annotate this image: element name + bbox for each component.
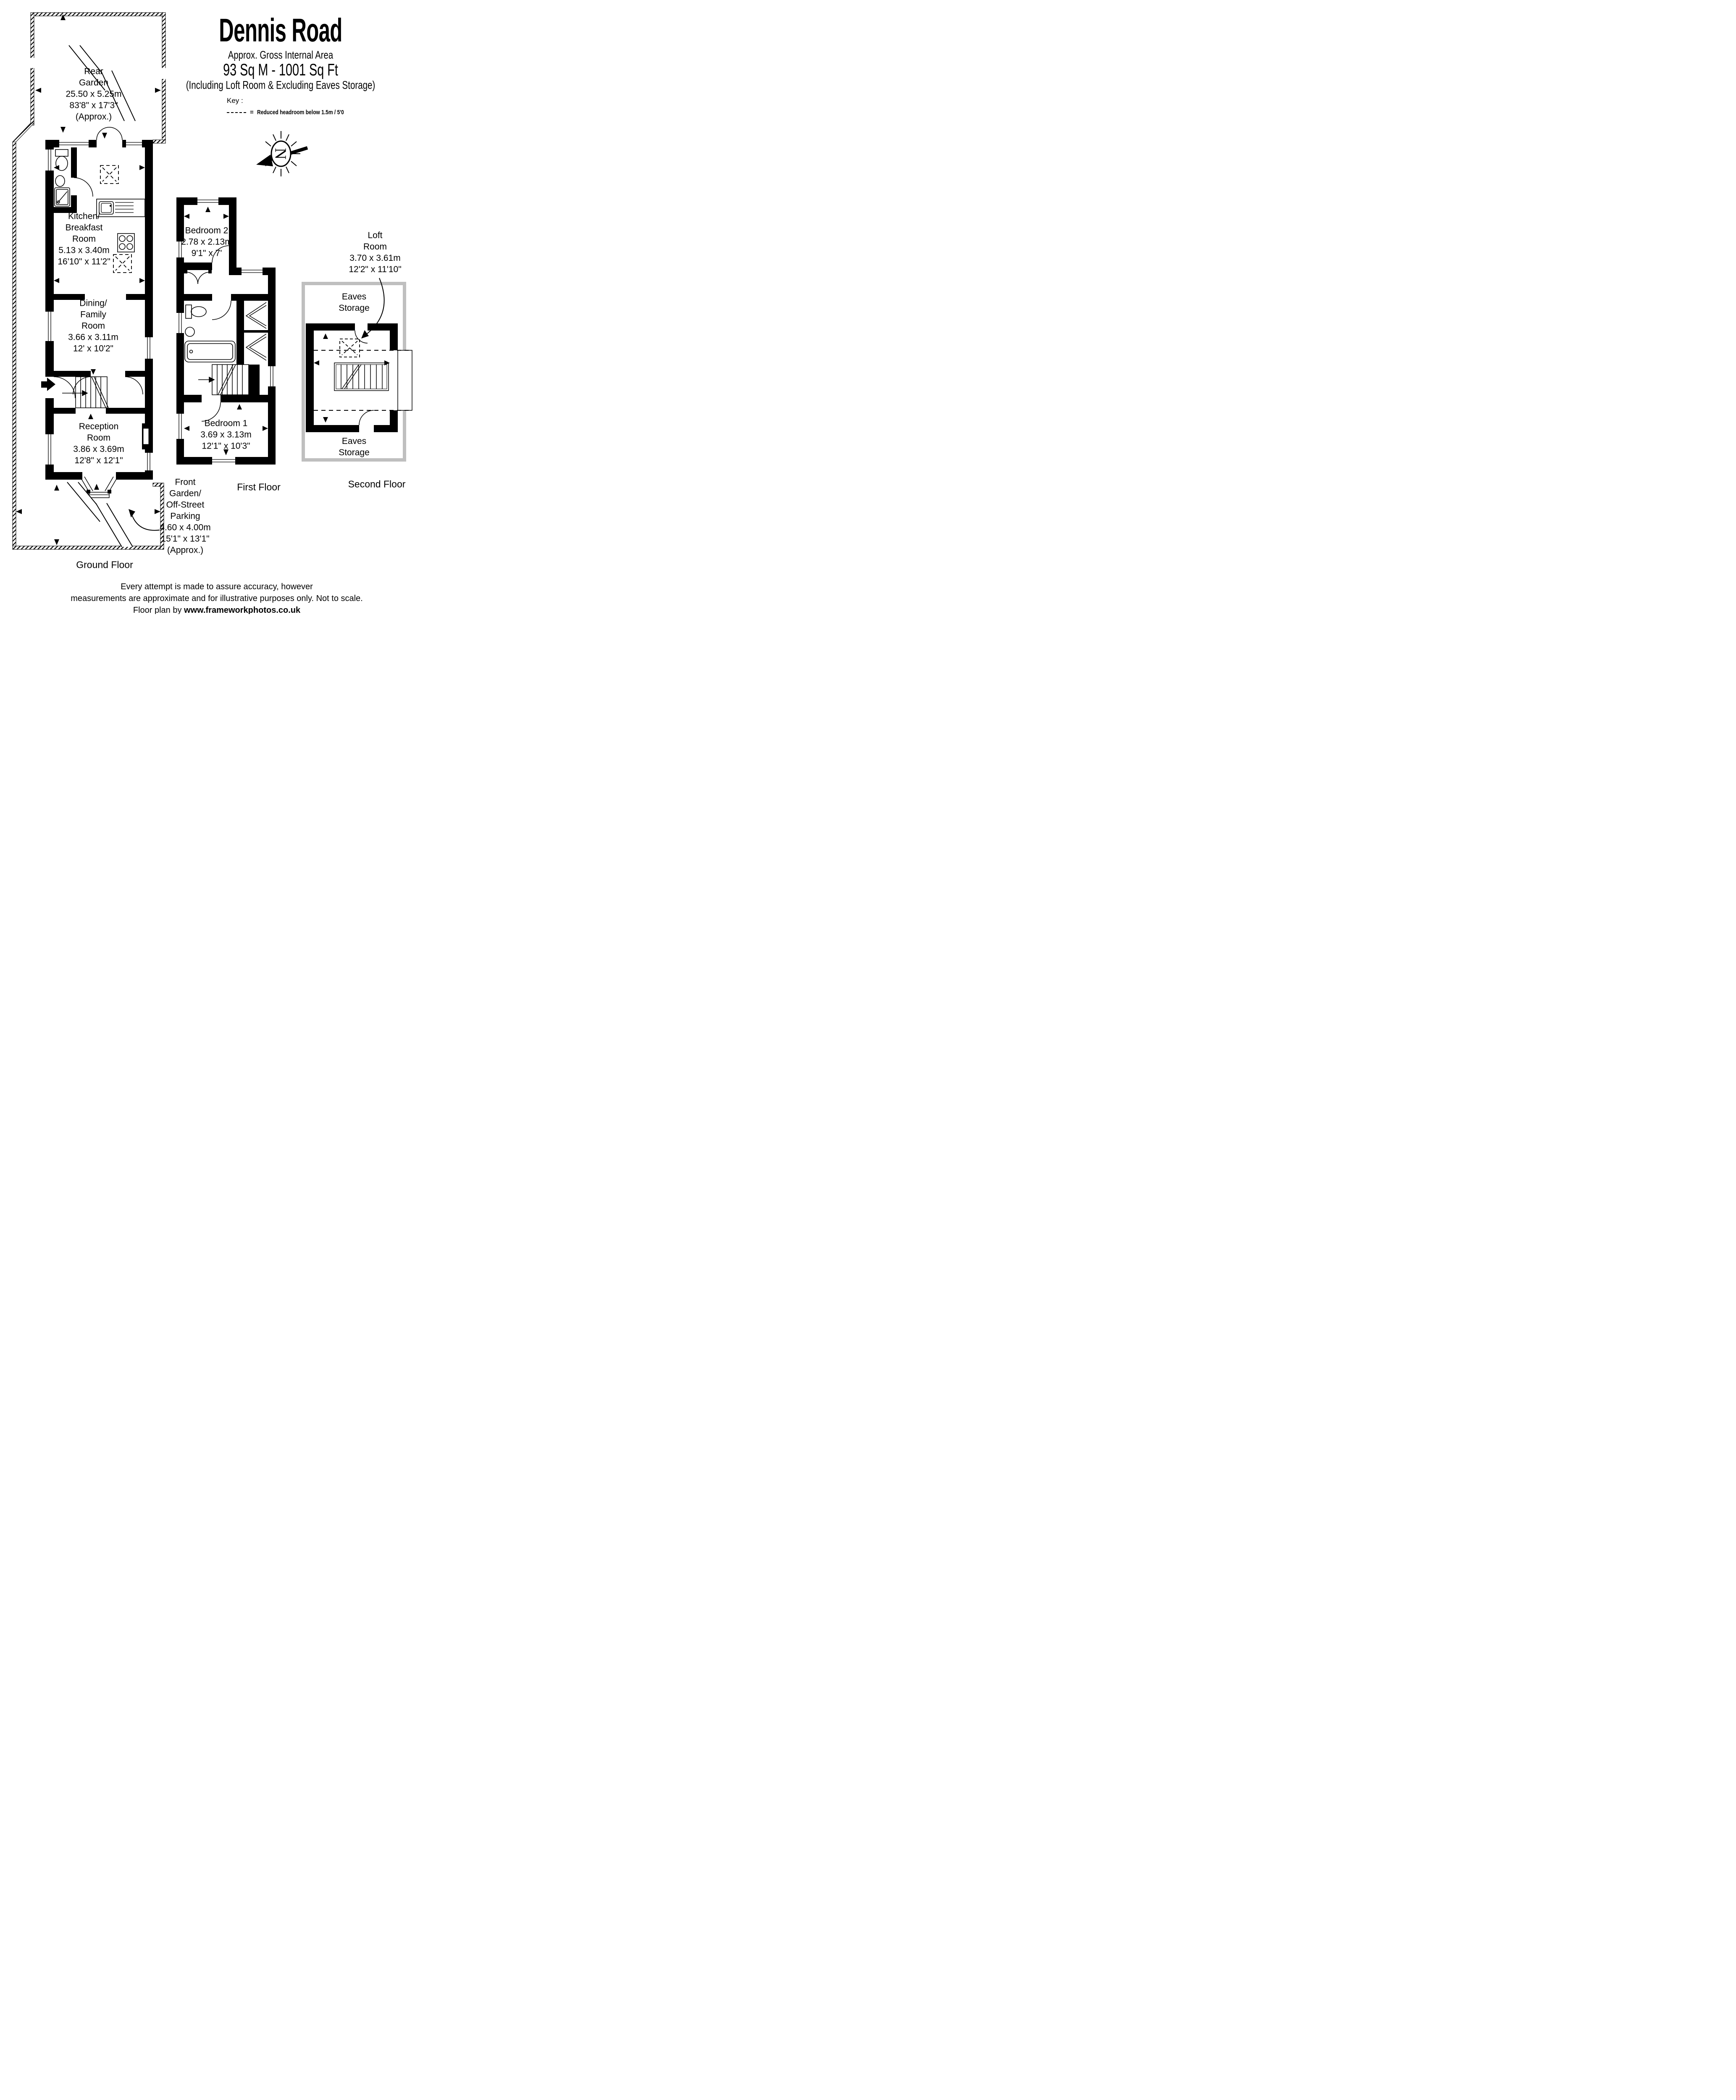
sink-icon [99, 201, 114, 215]
ground-floor-stairs [62, 376, 109, 408]
footer-credit-url: www.frameworkphotos.co.uk [184, 606, 301, 614]
eaves-storage-bottom-label: Eaves Storage [339, 436, 370, 457]
wc-room-fixtures [54, 149, 70, 207]
toilet-cistern-icon [185, 304, 192, 319]
garden-break-symbol [30, 45, 166, 121]
footer-credit-prefix: Floor plan by [133, 606, 184, 614]
bathroom-fixtures [184, 304, 236, 362]
chimney-breast [142, 423, 153, 449]
entrance-arrow-icon [41, 378, 55, 391]
loft-room-label: Loft Room 3.70 x 3.61m 12'2" x 11'10" [349, 231, 402, 274]
kitchen-label: Kitchen/ Breakfast Room 5.13 x 3.40m 16'… [58, 211, 110, 267]
dining-door-arc [125, 376, 143, 395]
header-area: 93 Sq M - 1001 Sq Ft [223, 60, 338, 79]
bath-icon [184, 341, 236, 362]
bay-window [78, 472, 120, 498]
floor-plan-drawing: N [12, 12, 412, 550]
basin-icon [185, 327, 195, 337]
hob-icon [117, 233, 135, 252]
header-subtitle: Approx. Gross Internal Area [228, 48, 334, 61]
skylight-icon [113, 254, 132, 273]
first-floor-openings [176, 197, 276, 465]
garden-door-arc [109, 127, 123, 140]
second-floor-plan [302, 278, 412, 462]
toilet-cistern-icon [55, 149, 68, 157]
wc-door-arc [74, 177, 93, 197]
entrance-door-arc [53, 376, 76, 399]
compass-icon: N [256, 131, 308, 176]
footer-credit: Floor plan by www.frameworkphotos.co.uk [133, 606, 300, 614]
stairs-up-arrow [82, 390, 88, 396]
garden-gate [12, 123, 35, 142]
ground-floor-label: Ground Floor [76, 559, 133, 570]
skylight-icon [339, 339, 360, 357]
first-floor-plan [176, 197, 276, 465]
eaves-storage-top-label: Eaves Storage [339, 292, 370, 313]
reduced-headroom-lines [314, 350, 412, 411]
kitchen-counter [96, 199, 145, 217]
basin-icon [55, 175, 65, 187]
dining-room-label: Dining/ Family Room 3.66 x 3.11m 12' x 1… [68, 298, 118, 354]
toilet-icon [55, 156, 68, 171]
first-floor-label: First Floor [237, 481, 281, 493]
floor-plan-page: N Dennis Road Approx. Gross Internal Are… [0, 0, 434, 614]
front-garden-boundary [12, 483, 164, 550]
header-note: (Including Loft Room & Excluding Eaves S… [186, 79, 376, 92]
second-floor-arrows [314, 333, 390, 423]
reception-room-label: Reception Room 3.86 x 3.69m 12'8" x 12'1… [73, 422, 124, 465]
kitchen-fixtures [96, 165, 145, 273]
closet-doors [184, 270, 212, 284]
garden-door-arc [96, 127, 110, 140]
key-label: Key : [227, 97, 243, 105]
compass-north-letter: N [271, 148, 289, 159]
key-text: Reduced headroom below 1.5m / 5'0 [257, 109, 344, 116]
shower-tray-icon [54, 187, 70, 207]
loft-doors [355, 323, 374, 432]
toilet-icon [191, 306, 207, 317]
ground-floor-plan [12, 12, 166, 550]
key-equals: = [250, 109, 254, 116]
front-garden-break-symbol [67, 482, 133, 547]
bedroom1-label: Bedroom 1 3.69 x 3.13m 12'1" x 10'3" [200, 418, 252, 451]
bedroom2-label: Bedroom 2 2.78 x 2.13m 9'1" x 7' [181, 226, 232, 258]
first-floor-arrows [184, 207, 268, 455]
page-title: Dennis Road [219, 11, 342, 49]
first-floor-stairs [198, 364, 249, 395]
loft-right-recess [397, 350, 412, 411]
loft-leader [361, 278, 385, 339]
reduced-headroom-dash-symbol [227, 112, 246, 113]
loft-walls [306, 323, 398, 432]
skylight-icon [100, 165, 119, 184]
loft-stairs [334, 362, 389, 391]
ground-floor-arrows [16, 14, 161, 545]
cupboard-doors [245, 302, 267, 361]
second-floor-label: Second Floor [348, 478, 406, 490]
drainer-lines [115, 202, 134, 213]
front-garden-label: Front Garden/ Off-Street Parking 4.60 x … [160, 477, 211, 555]
stairs-arrow [209, 376, 215, 383]
compass-arrow-head [256, 155, 273, 166]
dining-door-arc [73, 376, 91, 395]
rear-garden-label: Rear Garden 25.50 x 5.25m 83'8" x 17'3" … [66, 66, 122, 122]
footer-disclaimer-line2: measurements are approximate and for ill… [71, 594, 363, 603]
footer-disclaimer-line1: Every attempt is made to assure accuracy… [121, 582, 313, 591]
front-garden-leader [129, 509, 160, 531]
